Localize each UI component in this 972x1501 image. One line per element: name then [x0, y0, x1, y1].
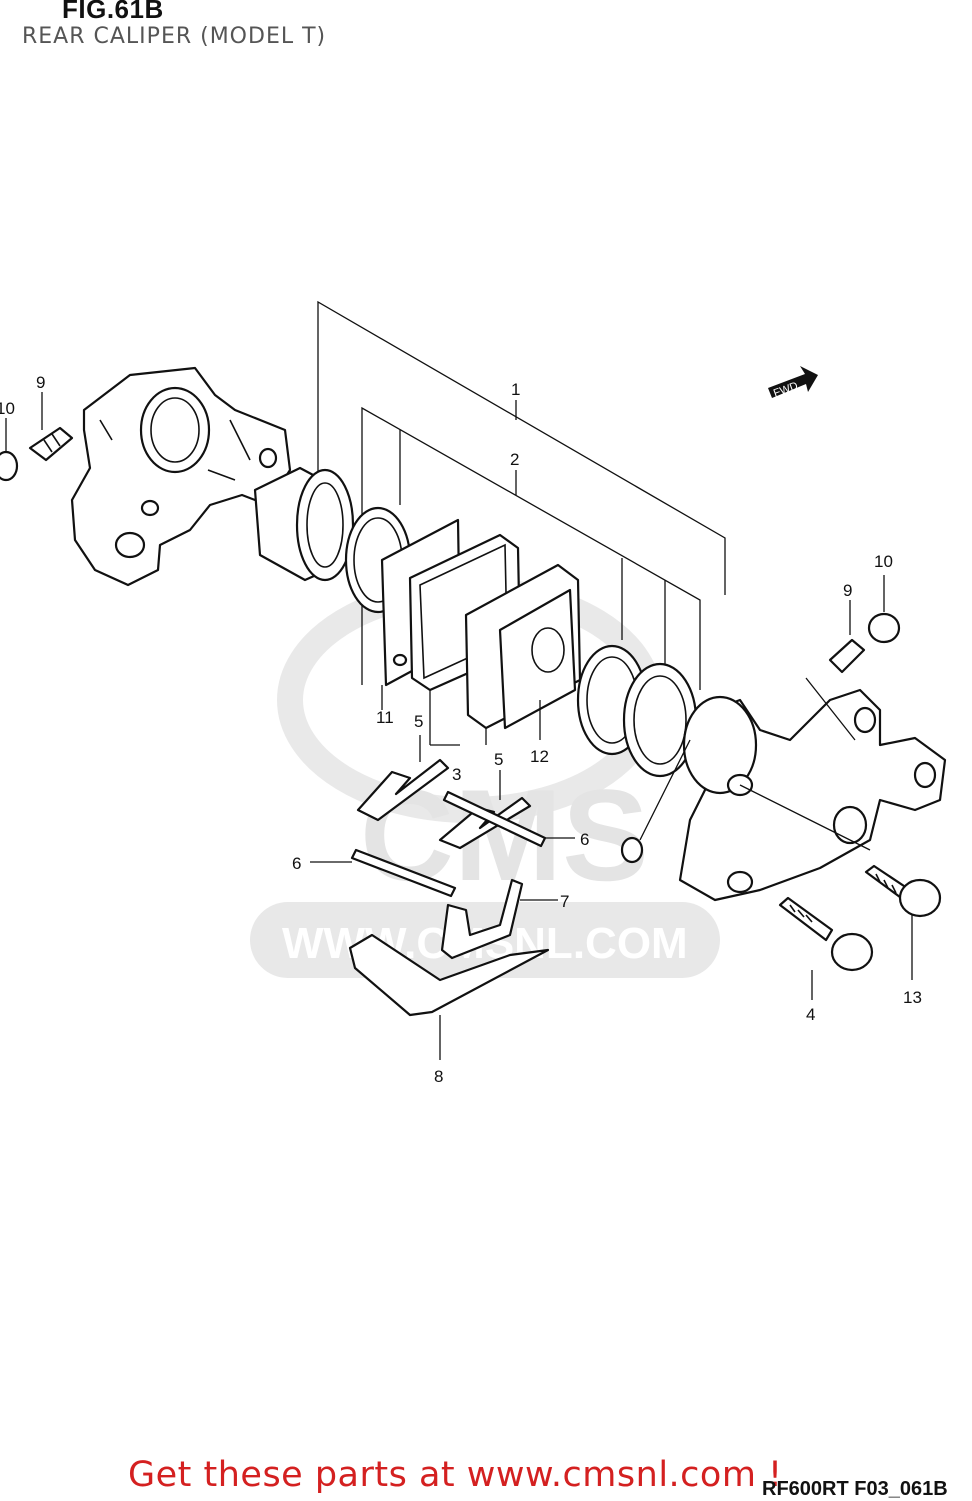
callout-7: 7 [560, 892, 569, 911]
fwd-arrow-icon: FWD [768, 366, 818, 400]
callout-10b: 10 [874, 552, 893, 571]
callout-5a: 5 [414, 712, 423, 731]
bleeder-cap-left [0, 418, 19, 482]
callout-3: 3 [452, 765, 461, 784]
callout-6a: 6 [580, 830, 589, 849]
pad-spring-left [356, 735, 450, 822]
pad-pin-upper [442, 790, 575, 848]
buy-parts-link[interactable]: Get these parts at www.cmsnl.com ! [128, 1455, 783, 1495]
callout-9a: 9 [36, 373, 45, 392]
callout-8: 8 [434, 1067, 443, 1086]
mounting-bolt [778, 896, 874, 1000]
pad-retainer-spring [440, 878, 558, 960]
bleeder-cap-right [867, 575, 901, 644]
caliper-body-right [678, 688, 947, 902]
kit-bracket-1 [317, 300, 726, 595]
callout-6b: 6 [292, 854, 301, 873]
figure-title: FIG.61B [62, 0, 164, 24]
callout-11: 11 [376, 708, 394, 727]
caliper-body-left [70, 366, 292, 587]
callout-labels: 1 2 3 4 5 5 6 6 7 8 9 9 10 10 11 12 13 [0, 373, 922, 1086]
callout-1: 1 [511, 380, 520, 399]
callout-13: 13 [903, 988, 922, 1007]
callout-9b: 9 [843, 581, 852, 600]
callout-5b: 5 [494, 750, 503, 769]
fwd-label: FWD [772, 380, 800, 400]
piston-seal-right [576, 644, 698, 778]
figure-subtitle: REAR CALIPER (MODEL T) [22, 24, 327, 49]
callout-10a: 10 [0, 399, 15, 418]
caliper-bracket-plate [348, 933, 550, 1060]
pad-pin-lower [310, 848, 457, 898]
caliper-bolt [864, 864, 942, 980]
drawing-reference-code: RF600RT F03_061B [762, 1478, 948, 1500]
pad-shim-outer [498, 588, 577, 740]
bleeder-valve-left [28, 392, 74, 462]
callout-12: 12 [530, 747, 549, 766]
callout-4: 4 [806, 1005, 815, 1024]
seal-washer [620, 739, 691, 864]
bleeder-valve-right [805, 600, 866, 741]
caliper-piston [253, 466, 355, 582]
callout-2: 2 [510, 450, 519, 469]
